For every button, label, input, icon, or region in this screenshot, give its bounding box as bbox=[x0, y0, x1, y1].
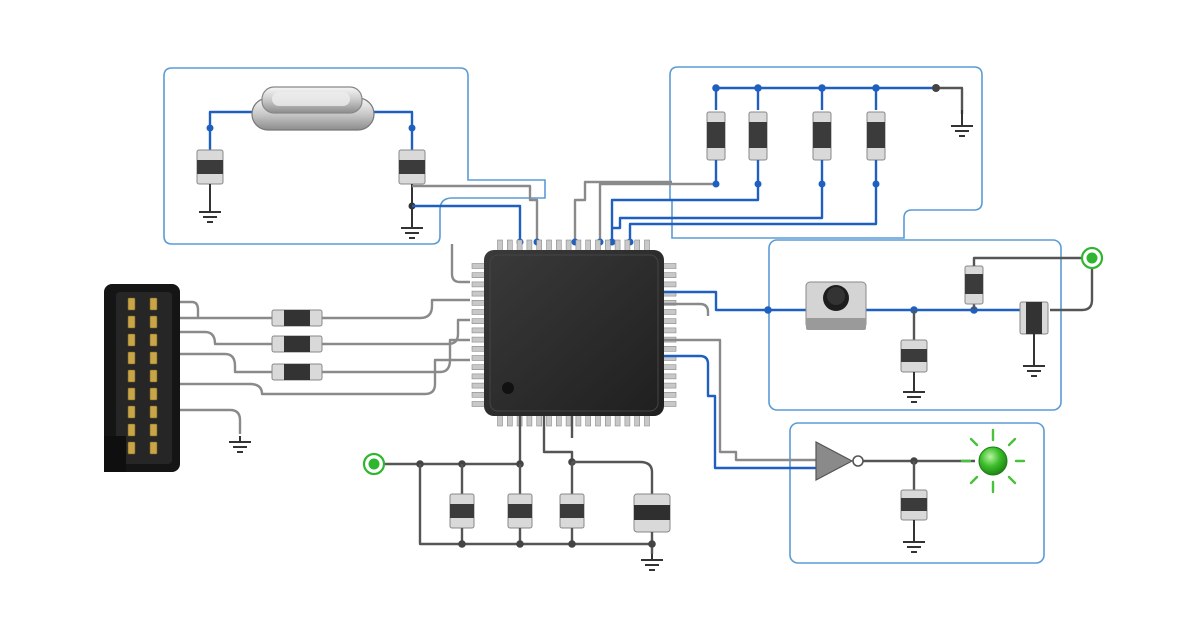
crystal-oscillator-icon bbox=[251, 86, 375, 131]
buffer-triangle-icon bbox=[815, 441, 864, 481]
mcu-pin bbox=[661, 382, 677, 389]
mcu-pin bbox=[471, 373, 487, 380]
ground-icon bbox=[228, 435, 252, 453]
mcu-pin bbox=[661, 364, 677, 371]
ground-icon bbox=[902, 535, 926, 553]
header-pin bbox=[149, 297, 158, 311]
ground-icon bbox=[950, 119, 974, 137]
resistor-button-icon bbox=[964, 265, 984, 305]
led-module-border bbox=[789, 422, 1045, 564]
power-node-icon bbox=[362, 452, 386, 476]
capacitor-led-icon bbox=[900, 489, 928, 521]
mcu-pin bbox=[661, 401, 677, 407]
oscillator-module-border bbox=[163, 67, 546, 245]
capacitor-d2-icon bbox=[507, 493, 533, 529]
mcu-pin bbox=[661, 309, 677, 315]
ground-icon bbox=[1022, 359, 1046, 377]
header-pin bbox=[127, 333, 136, 347]
series-resistor-2-icon bbox=[271, 335, 323, 353]
mcu-pin bbox=[661, 318, 677, 325]
header-pin bbox=[149, 315, 158, 329]
header-pin bbox=[127, 351, 136, 365]
mcu-pin bbox=[471, 345, 487, 352]
mcu-pin bbox=[661, 345, 677, 352]
header-pin bbox=[127, 369, 136, 383]
resistor-r3-icon bbox=[812, 111, 832, 161]
header-pin bbox=[127, 297, 136, 311]
qfp-microcontroller-icon bbox=[484, 250, 664, 416]
mcu-pin bbox=[471, 336, 487, 343]
capacitor-filter-icon bbox=[1019, 301, 1049, 335]
capacitor-button-icon bbox=[900, 339, 928, 373]
resistor-r1-icon bbox=[706, 111, 726, 161]
header-pin bbox=[127, 315, 136, 329]
mcu-pin bbox=[471, 272, 487, 279]
series-resistor-3-icon bbox=[271, 363, 323, 381]
header-pin bbox=[127, 387, 136, 401]
led-driver-section bbox=[664, 338, 1026, 553]
header-pins bbox=[127, 297, 158, 455]
mcu-pin bbox=[661, 281, 677, 288]
mcu-pin bbox=[471, 299, 487, 306]
ground-icon bbox=[902, 385, 926, 403]
mcu-pin bbox=[471, 290, 487, 297]
capacitor-c2-icon bbox=[398, 149, 426, 185]
oscillator-section bbox=[196, 86, 539, 246]
mcu-pin bbox=[471, 309, 487, 315]
tactile-switch-icon bbox=[805, 281, 867, 330]
series-resistor-1-icon bbox=[271, 309, 323, 327]
header-pin bbox=[149, 333, 158, 347]
header-pin bbox=[127, 423, 136, 437]
header-pin bbox=[149, 369, 158, 383]
mcu-pin bbox=[471, 281, 487, 288]
led-icon bbox=[960, 428, 1026, 494]
header-pin bbox=[127, 441, 136, 455]
pullup-section bbox=[533, 84, 974, 246]
button-module-border bbox=[768, 239, 1062, 411]
pullup-module-border bbox=[669, 66, 983, 239]
ground-icon bbox=[400, 221, 424, 239]
resistor-r2-icon bbox=[748, 111, 768, 161]
header-signal-wires bbox=[180, 244, 470, 453]
resistor-r4-icon bbox=[866, 111, 886, 161]
capacitor-c1-icon bbox=[196, 149, 224, 185]
capacitor-bulk-icon bbox=[633, 493, 671, 533]
mcu-pin bbox=[471, 382, 487, 389]
decoupling-section bbox=[362, 416, 671, 571]
mcu-pin bbox=[471, 364, 487, 371]
header-pin bbox=[149, 441, 158, 455]
header-pin bbox=[149, 423, 158, 437]
mcu-pin bbox=[471, 263, 487, 269]
mcu-pin bbox=[471, 318, 487, 325]
header-pin bbox=[149, 387, 158, 401]
mcu-pin bbox=[661, 391, 677, 398]
capacitor-d3-icon bbox=[559, 493, 585, 529]
mcu-pin bbox=[661, 272, 677, 279]
mcu-pin bbox=[471, 355, 487, 361]
mcu-pin bbox=[661, 263, 677, 269]
mcu-pin bbox=[661, 327, 677, 334]
mcu-pin bbox=[471, 391, 487, 398]
header-pin bbox=[149, 351, 158, 365]
header-pin bbox=[149, 405, 158, 419]
ground-icon bbox=[640, 553, 664, 571]
pin-header-connector-icon bbox=[104, 284, 180, 472]
header-pin bbox=[127, 405, 136, 419]
mcu-pin bbox=[471, 401, 487, 407]
mcu-pin bbox=[661, 373, 677, 380]
ground-icon bbox=[198, 205, 222, 223]
power-node-icon bbox=[1080, 246, 1104, 270]
capacitor-d1-icon bbox=[449, 493, 475, 529]
mcu-pin bbox=[471, 327, 487, 334]
button-section bbox=[664, 246, 1104, 403]
